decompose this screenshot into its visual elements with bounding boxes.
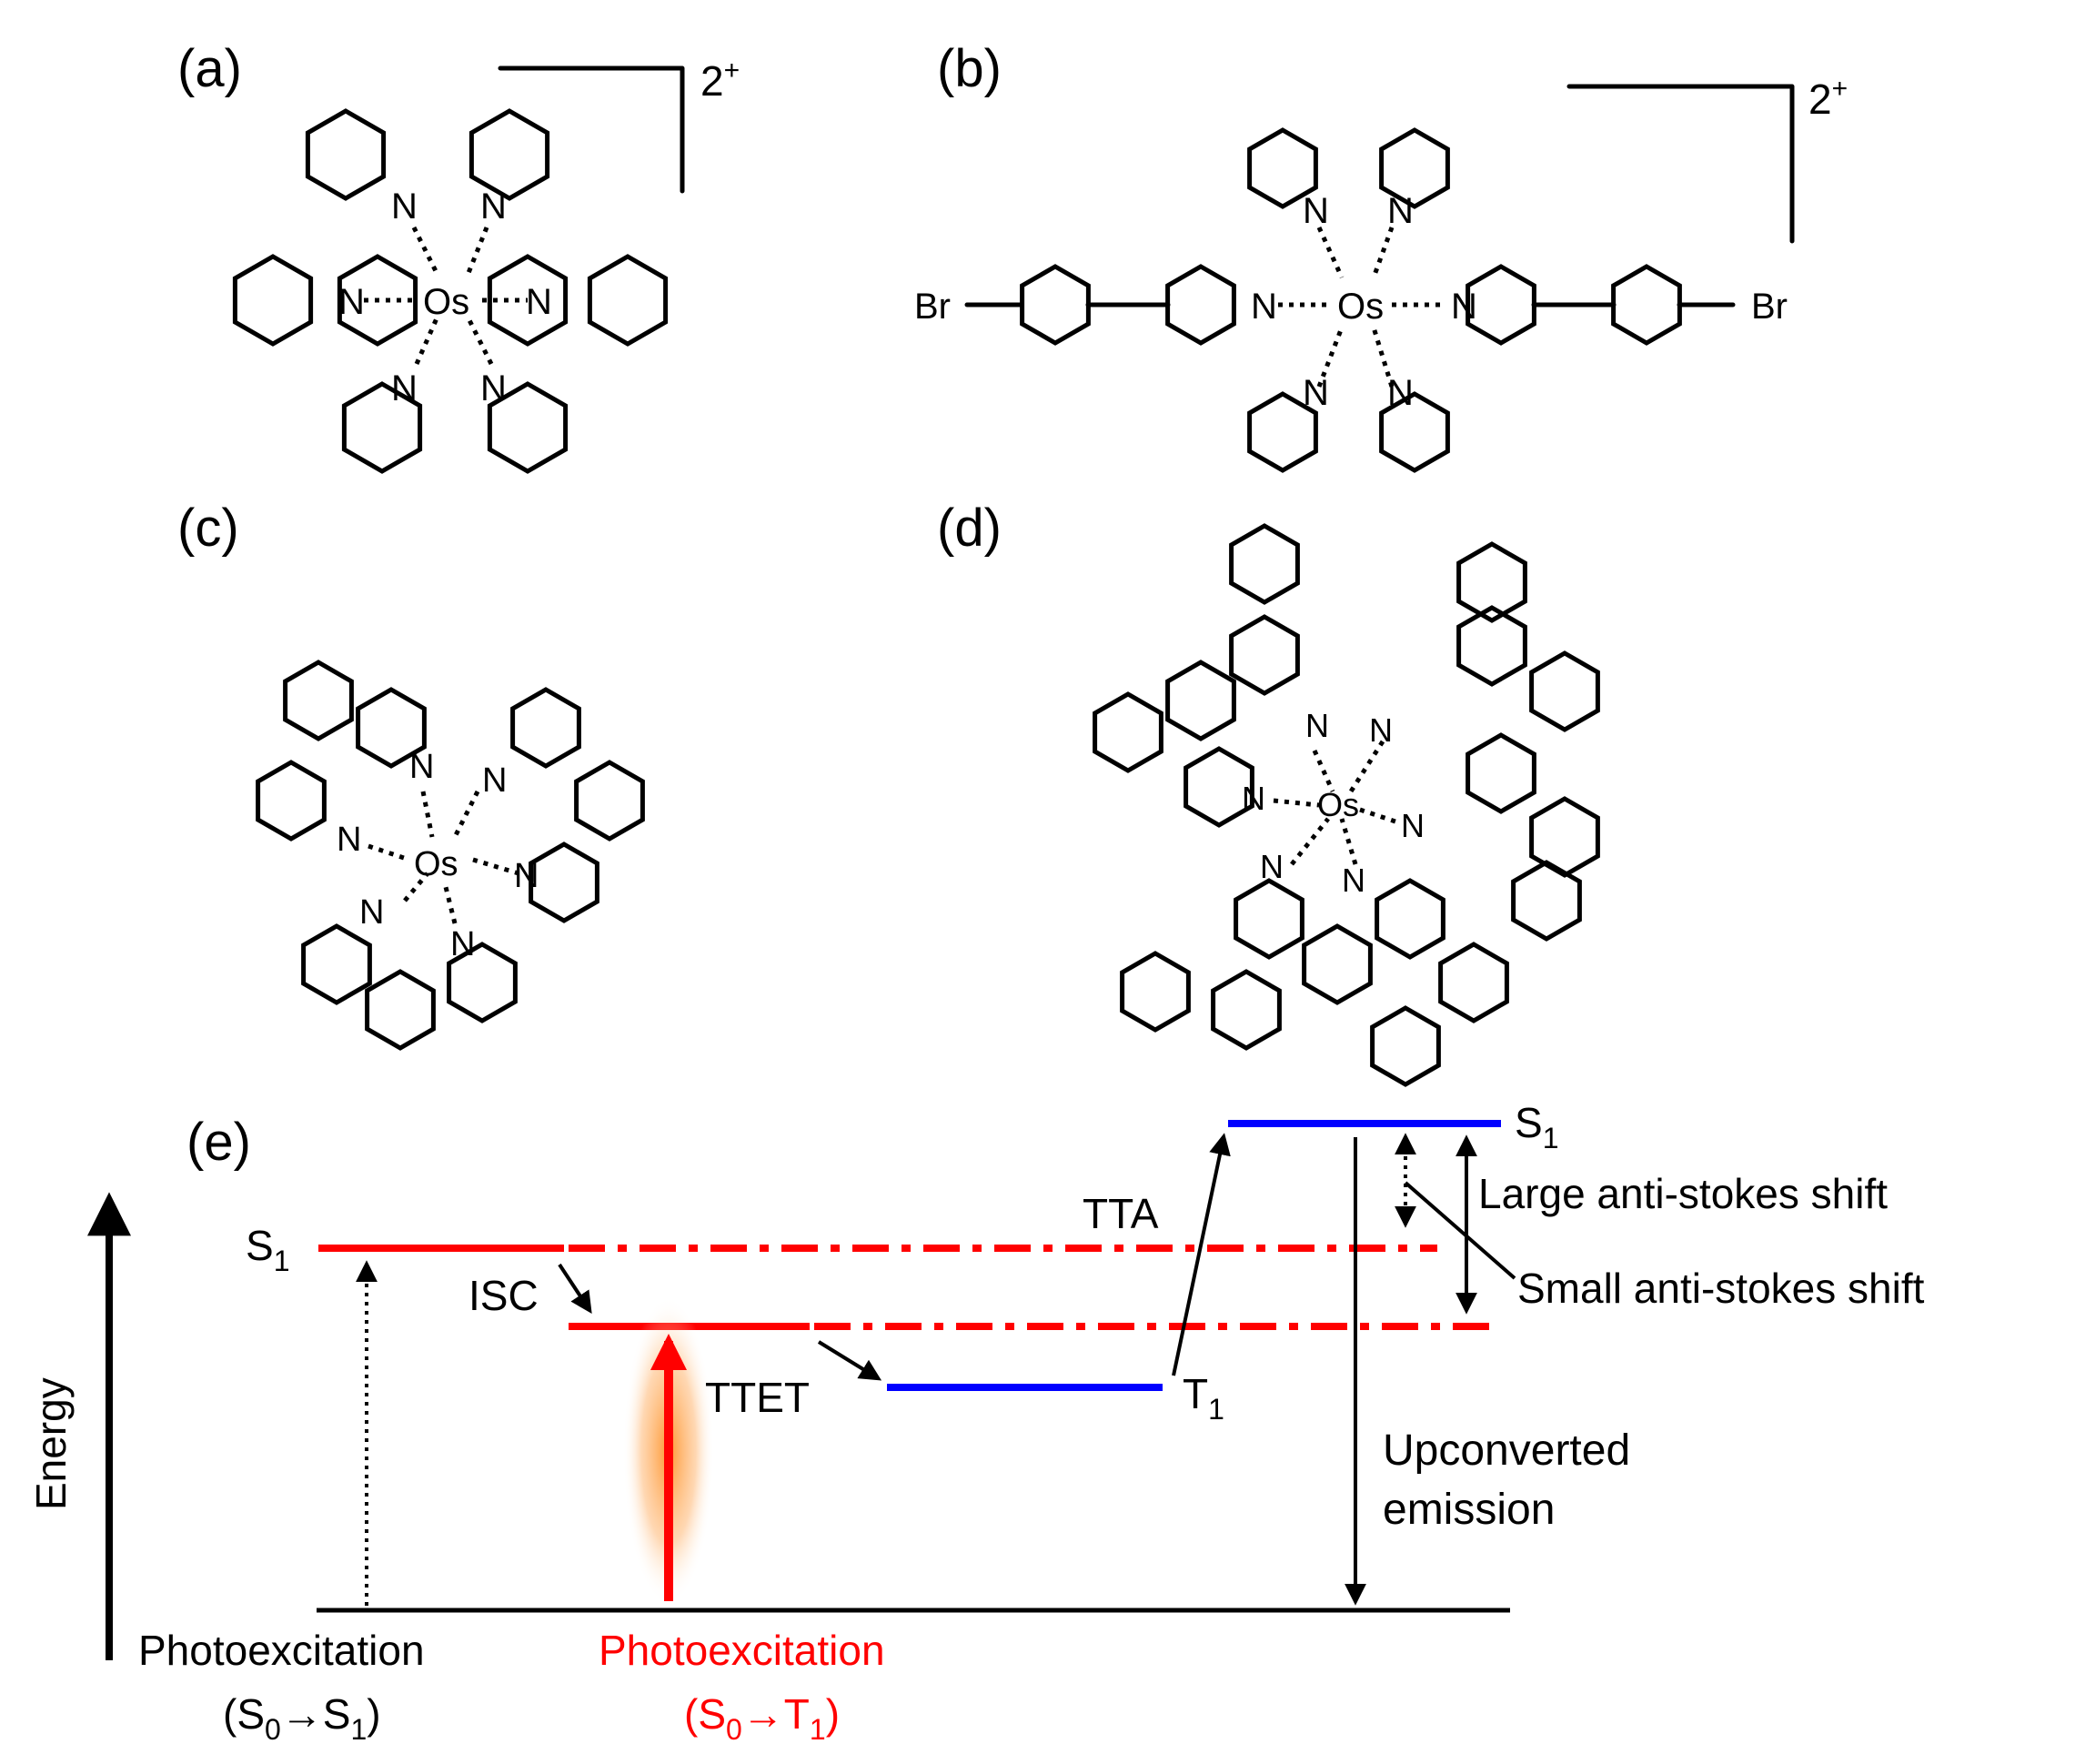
charge-b: 2+	[1808, 74, 1848, 123]
svg-text:N: N	[391, 186, 418, 227]
shift-pointer-line	[1404, 1181, 1516, 1280]
os-diphenylphenanthroline-complex: N N N N N N Os	[1095, 526, 1598, 1084]
panel-a: (a) 2+ N N N N N N Os	[177, 39, 740, 471]
metal-center-b: Os	[1337, 287, 1384, 327]
tta-arrow	[1172, 1133, 1231, 1376]
large-shift-label: Large anti-stokes shift	[1478, 1170, 1888, 1217]
panel-d: (d) N N N	[937, 499, 1597, 1084]
panel-e-label: (e)	[186, 1113, 251, 1172]
tta-label: TTA	[1083, 1190, 1159, 1237]
svg-text:N: N	[482, 761, 507, 800]
svg-text:N: N	[409, 748, 434, 786]
svg-text:N: N	[1260, 848, 1284, 885]
svg-text:N: N	[480, 186, 507, 227]
isc-label: ISC	[468, 1272, 539, 1319]
metal-center-c: Os	[414, 845, 458, 883]
svg-text:N: N	[1342, 862, 1365, 899]
panel-c-label: (c)	[177, 499, 239, 558]
left-s1-label: S1	[246, 1222, 289, 1277]
svg-text:N: N	[1303, 191, 1329, 231]
panel-b: (b) 2+ Br Br N N	[914, 39, 1848, 470]
photo-red-line1: Photoexcitation	[599, 1627, 885, 1674]
svg-text:N: N	[450, 925, 475, 963]
svg-text:N: N	[1369, 711, 1393, 749]
t1-label: T1	[1183, 1370, 1224, 1426]
upconverted-label-line2: emission	[1383, 1486, 1555, 1534]
os-bromophenyl-terpyridine-complex: Br Br N N N N N N Os	[914, 130, 1788, 470]
svg-text:N: N	[480, 368, 507, 408]
svg-text:N: N	[359, 893, 384, 932]
photo-black-line1: Photoexcitation	[138, 1627, 425, 1674]
ttet-label: TTET	[705, 1374, 810, 1421]
svg-text:N: N	[1387, 191, 1414, 231]
energy-axis-label: Energy	[27, 1377, 75, 1510]
svg-text:N: N	[1242, 780, 1265, 817]
os-phenanthroline-complex: N N N N N N Os	[258, 662, 643, 1048]
os-terpyridine-complex: N N N N N N Os	[235, 111, 665, 471]
svg-text:N: N	[337, 821, 361, 859]
svg-text:N: N	[1303, 373, 1329, 413]
charge-a: 2+	[700, 55, 740, 105]
ttet-arrow	[817, 1340, 882, 1381]
svg-text:N: N	[1387, 373, 1414, 413]
metal-center-d: Os	[1317, 786, 1359, 823]
upconverted-label-line1: Upconverted	[1383, 1426, 1630, 1475]
panel-b-label: (b)	[937, 39, 1002, 98]
panel-a-label: (a)	[177, 39, 242, 98]
right-s1-label: S1	[1515, 1099, 1558, 1154]
small-shift-label: Small anti-stokes shift	[1517, 1265, 1925, 1312]
metal-center-a: Os	[423, 282, 469, 322]
panel-d-label: (d)	[937, 499, 1002, 558]
isc-arrow	[558, 1263, 592, 1315]
panel-c: (c) N N N N N N Os	[177, 499, 642, 1048]
charge-bracket-a: 2+	[498, 55, 740, 194]
svg-text:N: N	[526, 282, 552, 322]
svg-text:N: N	[1401, 807, 1425, 844]
bromo-right: Br	[1751, 287, 1788, 327]
svg-text:N: N	[1251, 287, 1277, 327]
svg-text:N: N	[514, 857, 539, 895]
bromo-left: Br	[914, 287, 951, 327]
charge-bracket-b: 2+	[1566, 74, 1848, 244]
photo-black-line2: (S0→S1)	[223, 1690, 381, 1746]
photo-red-line2: (S0→T1)	[684, 1690, 840, 1746]
svg-text:N: N	[391, 368, 418, 408]
panel-e-energy-diagram: (e) Energy S1 S1 T1 ISC TTET TTA	[27, 1099, 1925, 1746]
svg-text:N: N	[1305, 707, 1329, 744]
svg-text:N: N	[1451, 287, 1477, 327]
svg-text:N: N	[338, 282, 365, 322]
